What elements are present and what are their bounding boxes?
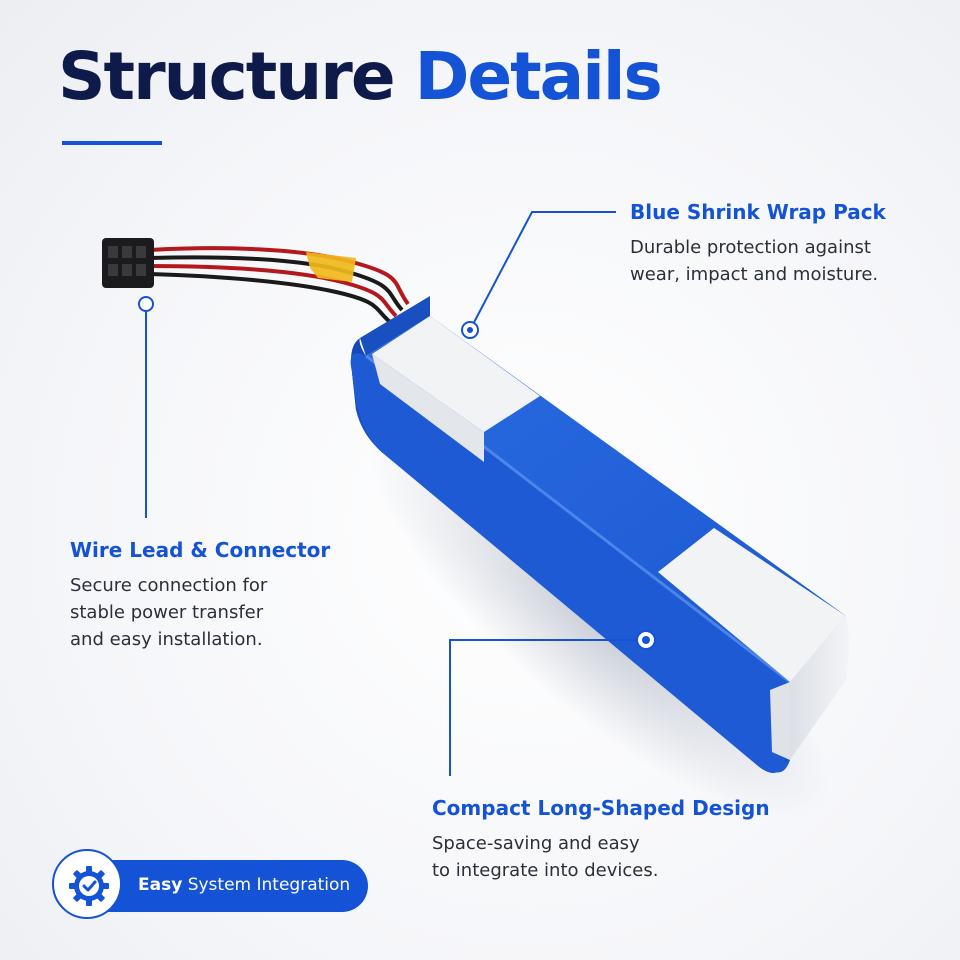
- callout-title: Wire Lead & Connector: [70, 538, 331, 562]
- callout-title: Compact Long-Shaped Design: [432, 796, 770, 820]
- callout-compact-design: Compact Long-Shaped Design Space-saving …: [432, 796, 770, 884]
- callout-shrink-wrap: Blue Shrink Wrap Pack Durable protection…: [630, 200, 886, 288]
- easy-integration-badge: Easy System Integration: [52, 849, 368, 923]
- callout-description: Space-saving and easy to integrate into …: [432, 833, 659, 881]
- title-underline: [62, 141, 162, 145]
- callout-description: Secure connection for stable power trans…: [70, 575, 268, 650]
- connector-plug-icon: [102, 238, 154, 288]
- callout-title: Blue Shrink Wrap Pack: [630, 200, 886, 224]
- title-part-1: Structure: [58, 38, 396, 115]
- title-part-2: Details: [414, 38, 663, 115]
- gear-check-icon: [52, 849, 122, 919]
- badge-pill: [82, 860, 368, 912]
- callout-wire-lead: Wire Lead & Connector Secure connection …: [70, 538, 330, 653]
- badge-label: Easy System Integration: [138, 875, 351, 895]
- page-title: Structure Details: [58, 44, 663, 110]
- battery-pack: [350, 296, 849, 774]
- wire-lead: [149, 246, 410, 324]
- callout-leaders: [145, 211, 640, 776]
- callout-description: Durable protection against wear, impact …: [630, 237, 879, 285]
- callout-dot-icon: [138, 296, 656, 650]
